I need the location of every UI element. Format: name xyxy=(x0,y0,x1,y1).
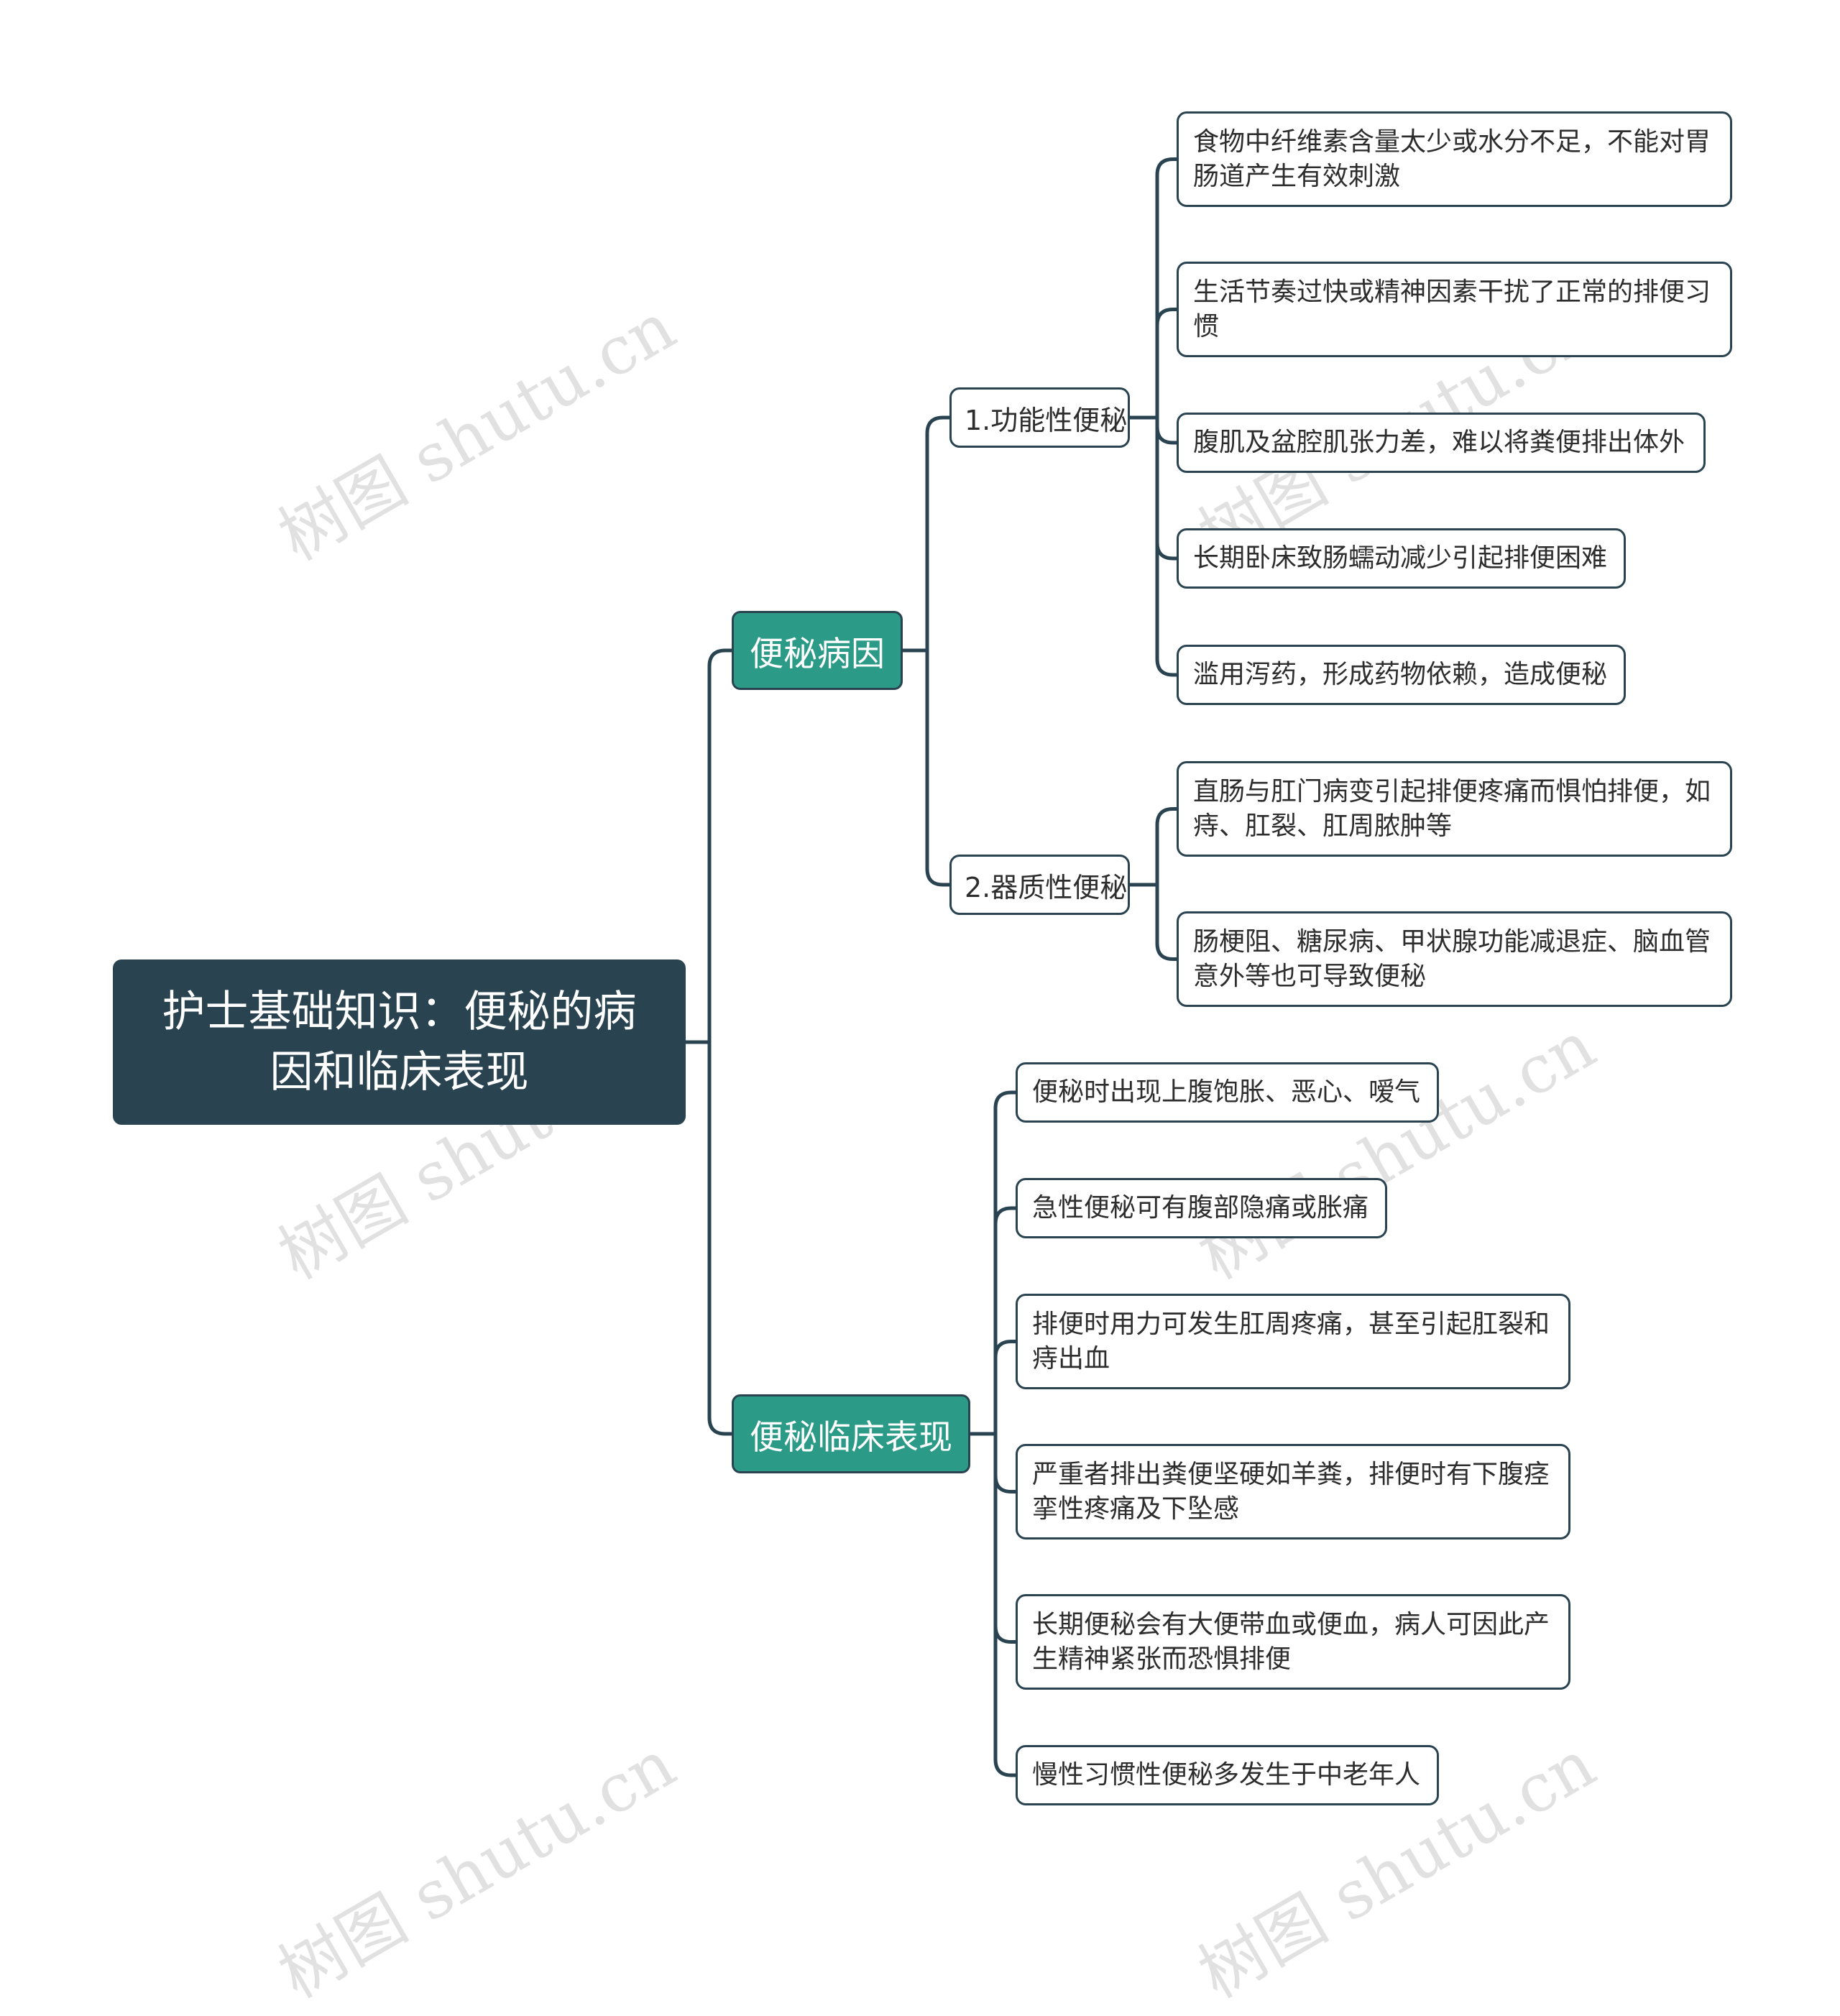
connector-line xyxy=(1155,418,1177,677)
connector-line xyxy=(1155,418,1177,445)
leaf-item[interactable]: 肠梗阻、糖尿病、甲状腺功能减退症、脑血管意外等也可导致便秘 xyxy=(1177,911,1732,1007)
connector-line xyxy=(993,1206,1016,1434)
leaf-item[interactable]: 长期便秘会有大便带血或便血，病人可因此产生精神紧张而恐惧排便 xyxy=(1016,1594,1570,1690)
leaf-item[interactable]: 腹肌及盆腔肌张力差，难以将粪便排出体外 xyxy=(1177,413,1706,473)
connector-line xyxy=(925,415,949,650)
root-topic[interactable]: 护士基础知识：便秘的病因和临床表现 xyxy=(113,959,686,1125)
connector-line xyxy=(1155,885,1177,961)
connector-line xyxy=(1155,807,1177,885)
connector-line xyxy=(993,1434,1016,1644)
connector-line xyxy=(1155,157,1177,418)
leaf-item[interactable]: 严重者排出粪便坚硬如羊粪，排便时有下腹痉挛性疼痛及下坠感 xyxy=(1016,1444,1570,1539)
leaf-item[interactable]: 直肠与肛门病变引起排便疼痛而惧怕排便，如痔、肛裂、肛周脓肿等 xyxy=(1177,761,1732,857)
leaf-item[interactable]: 便秘时出现上腹饱胀、恶心、嗳气 xyxy=(1016,1062,1439,1123)
connector-line xyxy=(993,1090,1016,1434)
branch-clinical-manifestations[interactable]: 便秘临床表现 xyxy=(732,1394,970,1473)
connector-line xyxy=(707,1042,732,1436)
connector-line xyxy=(925,650,949,887)
connector-lines xyxy=(686,157,1177,1777)
connector-line xyxy=(1155,308,1177,418)
leaf-item[interactable]: 慢性习惯性便秘多发生于中老年人 xyxy=(1016,1745,1439,1805)
leaf-item[interactable]: 滥用泻药，形成药物依赖，造成便秘 xyxy=(1177,645,1626,705)
branch-causes[interactable]: 便秘病因 xyxy=(732,611,903,690)
subtopic-functional-constipation[interactable]: 1.功能性便秘 xyxy=(949,387,1130,448)
leaf-item[interactable]: 食物中纤维素含量太少或水分不足，不能对胃肠道产生有效刺激 xyxy=(1177,111,1732,207)
connector-line xyxy=(993,1340,1016,1434)
leaf-item[interactable]: 长期卧床致肠蠕动减少引起排便困难 xyxy=(1177,528,1626,589)
leaf-item[interactable]: 排便时用力可发生肛周疼痛，甚至引起肛裂和痔出血 xyxy=(1016,1294,1570,1389)
connector-line xyxy=(993,1434,1016,1493)
leaf-item[interactable]: 生活节奏过快或精神因素干扰了正常的排便习惯 xyxy=(1177,262,1732,357)
leaf-item[interactable]: 急性便秘可有腹部隐痛或胀痛 xyxy=(1016,1178,1387,1238)
connector-line xyxy=(707,648,732,1042)
subtopic-organic-constipation[interactable]: 2.器质性便秘 xyxy=(949,855,1130,915)
connector-line xyxy=(993,1434,1016,1777)
